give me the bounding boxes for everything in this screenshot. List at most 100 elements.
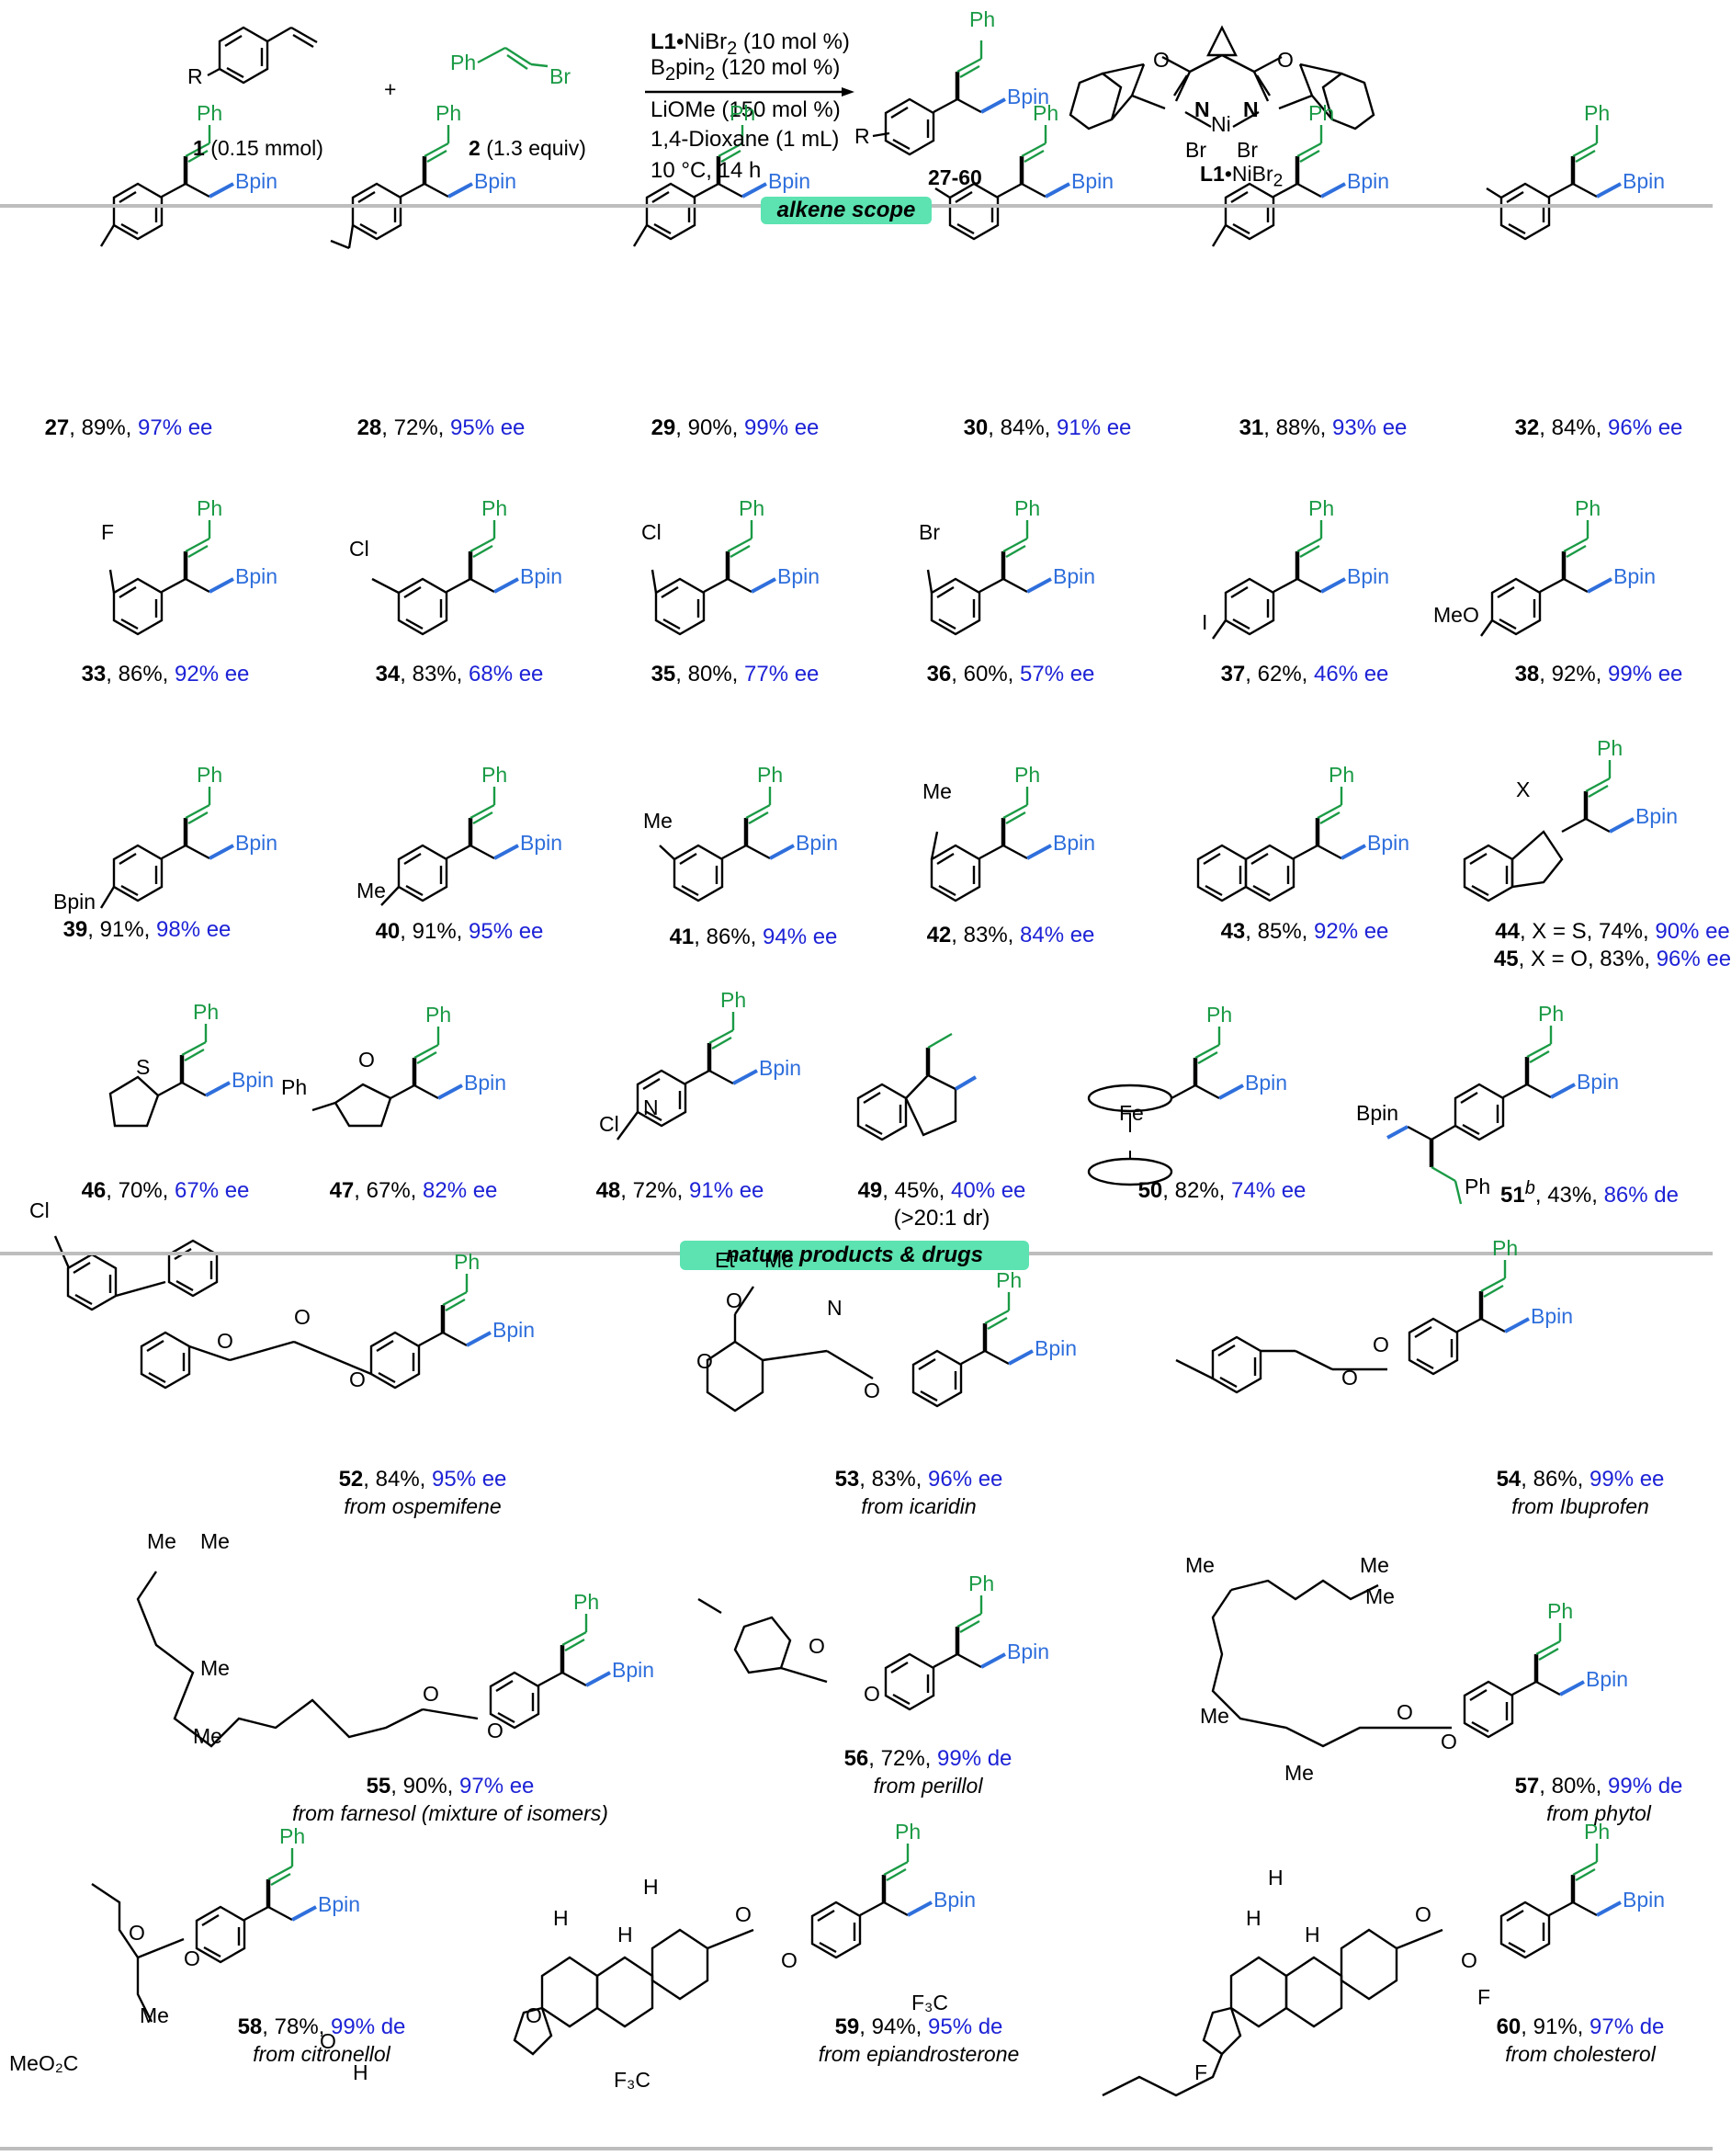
compound-57-bpin-label: Bpin <box>1586 1667 1629 1691</box>
compound-44-structure <box>1463 760 1634 902</box>
product-label: 27-60 <box>928 165 982 189</box>
ligand-Br2: Br <box>1237 138 1258 162</box>
compound-44-ph-label: Ph <box>1597 736 1624 760</box>
compound-42-structure <box>930 787 1051 902</box>
compound-30-ph-label: Ph <box>1033 101 1059 125</box>
compound-55-ph-label: Ph <box>573 1590 600 1614</box>
compound-53-caption: 53, 83%, 96% ee <box>834 1467 1003 1492</box>
compound-48-atom-label: N <box>643 1095 659 1119</box>
compound-44-caption: 44, X = S, 74%, 90% ee <box>1495 919 1730 944</box>
compound-50-bpin-label: Bpin <box>1245 1071 1288 1095</box>
compound-57-source: from phytol <box>1546 1801 1651 1825</box>
compound-54-source: from Ibuprofen <box>1511 1494 1649 1518</box>
compound-60-source: from cholesterol <box>1505 2042 1656 2066</box>
compound-56-caption: 56, 72%, 99% de <box>843 1746 1013 1771</box>
compound-56-bpin-label: Bpin <box>1007 1640 1050 1663</box>
compound-46-ph-label: Ph <box>193 1000 220 1024</box>
ligand-structure <box>1069 25 1375 130</box>
compound-32-bpin-label: Bpin <box>1623 169 1666 193</box>
ligand-N1: N <box>1194 97 1210 121</box>
ligand-Br1: Br <box>1185 138 1206 162</box>
compound-35-ph-label: Ph <box>739 496 765 520</box>
compound-27-structure <box>99 125 233 247</box>
compound-59-atom-label: O <box>526 2003 542 2027</box>
condition-b2pin2: B2pin2 (120 mol %) <box>651 55 841 85</box>
compound-45-caption: 45, X = O, 83%, 96% ee <box>1493 947 1731 971</box>
compound-50-caption: 50, 82%, 74% ee <box>1137 1178 1307 1203</box>
compound-55-atom-label: O <box>423 1682 439 1706</box>
compound-53-atom-label: Me <box>764 1248 794 1272</box>
compound-37-structure <box>1212 520 1345 640</box>
compound-39-structure <box>99 787 233 909</box>
condition-base: LiOMe (150 mol %) <box>651 97 841 122</box>
compound-27-bpin-label: Bpin <box>235 169 278 193</box>
compound-52-caption: 52, 84%, 95% ee <box>338 1467 507 1492</box>
compound-57-atom-label: Me <box>1360 1553 1389 1577</box>
compound-43-ph-label: Ph <box>1329 763 1355 787</box>
compound-44-atom-label: X <box>1516 777 1531 801</box>
compound-34-bpin-label: Bpin <box>520 564 563 588</box>
compound-40-ph-label: Ph <box>481 763 508 787</box>
compound-47-caption: 47, 67%, 82% ee <box>329 1178 498 1203</box>
compound-33-atom-label: F <box>101 520 115 544</box>
compound-56-atom-label: O <box>809 1634 825 1658</box>
condition-catalyst: L1•NiBr2 (10 mol %) <box>651 29 850 59</box>
compound-41-caption: 41, 86%, 94% ee <box>669 925 838 949</box>
compound-55-atom-label: Me <box>200 1656 230 1680</box>
compound-36-atom-label: Br <box>919 520 940 544</box>
compound-59-atom-label: H <box>617 1923 633 1946</box>
compound-48-structure <box>617 1012 757 1140</box>
compound-51-ph-label: Ph <box>1538 1002 1565 1026</box>
compound-38-atom-label: MeO <box>1433 603 1479 627</box>
compound-29-structure <box>632 125 766 247</box>
divider-bottom <box>0 2147 1713 2150</box>
compound-40-bpin-label: Bpin <box>520 831 563 855</box>
compound-40-caption: 40, 91%, 95% ee <box>375 919 544 944</box>
compound-53-bpin-label: Bpin <box>1035 1336 1078 1360</box>
product-Bpin: Bpin <box>1007 85 1050 108</box>
ligand-label: L1•NiBr2 <box>1200 162 1284 191</box>
compound-52-bpin-label: Bpin <box>492 1318 536 1342</box>
compound-42-ph-label: Ph <box>1014 763 1041 787</box>
section-natural-products: nature products & drugs <box>680 1241 1029 1270</box>
compound-57-structure <box>1211 1579 1584 1748</box>
compound-29-atom-label: F₃C <box>614 2068 651 2092</box>
compound-50-structure <box>1087 1027 1243 1186</box>
compound-35-bpin-label: Bpin <box>777 564 820 588</box>
compound-55-caption: 55, 90%, 97% ee <box>366 1774 535 1799</box>
compound-29-caption: 29, 90%, 99% ee <box>651 415 820 440</box>
compound-36-structure <box>926 520 1051 636</box>
compound-29-ph-label: Ph <box>730 101 756 125</box>
compound-33-structure <box>108 520 233 636</box>
compound-47-structure <box>311 1027 462 1128</box>
compound-59-source: from epiandrosterone <box>818 2042 1020 2066</box>
compound-52-structure <box>53 1235 491 1390</box>
compound-48-ph-label: Ph <box>720 988 747 1012</box>
compound-58-structure <box>91 1848 316 2023</box>
compound-37-caption: 37, 62%, 46% ee <box>1220 662 1389 687</box>
compound-59-atom-label: H <box>643 1875 659 1899</box>
general-product <box>872 40 1005 156</box>
compound-59-structure <box>513 1844 932 2056</box>
compound-34-structure <box>371 520 518 636</box>
compound-56-source: from perillol <box>873 1774 983 1798</box>
compound-60-atom-label: O <box>1461 1948 1477 1972</box>
compound-35-atom-label: Cl <box>641 520 662 544</box>
compound-58-atom-label: Me <box>140 2003 169 2027</box>
compound-55-atom-label: Me <box>147 1529 176 1553</box>
compound-37-atom-label: I <box>1202 610 1208 634</box>
compound-57-atom-label: Me <box>1284 1761 1314 1785</box>
reactant2-caption: 2 (1.3 equiv) <box>469 136 586 160</box>
compound-32-caption: 32, 84%, 96% ee <box>1514 415 1683 440</box>
compound-55-structure <box>136 1571 610 1748</box>
compound-57-atom-label: O <box>1397 1700 1413 1724</box>
reactant2-Ph: Ph <box>450 51 477 74</box>
compound-52-atom-label: Cl <box>29 1198 50 1222</box>
compound-58-source: from citronellol <box>253 2042 390 2066</box>
compound-52-atom-label: O <box>217 1329 233 1353</box>
compound-33-ph-label: Ph <box>197 496 223 520</box>
compound-28-structure <box>330 125 472 250</box>
compound-54-bpin-label: Bpin <box>1531 1304 1574 1328</box>
compound-58-caption: 58, 78%, 99% de <box>237 2014 406 2039</box>
compound-30-caption: 30, 84%, 91% ee <box>963 415 1132 440</box>
